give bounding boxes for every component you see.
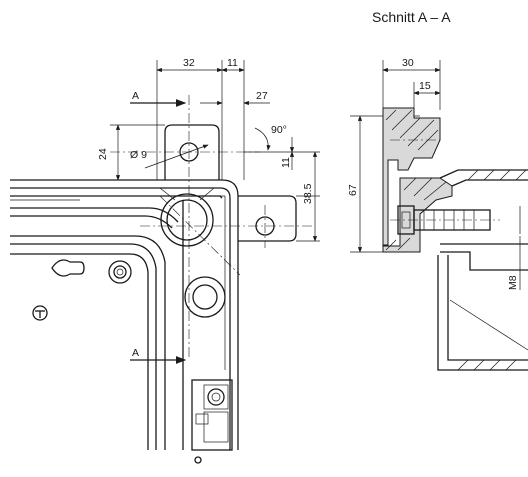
dim-38-5: 38.5 [302,183,314,204]
dim-11-top: 11 [227,57,238,69]
section-view: Schnitt A – A 30 15 67 M8 [347,9,528,371]
hole-d9: Ø 9 [130,149,147,161]
angle-90: 90° [271,124,287,136]
thread-m8: M8 [507,275,519,290]
dimension-labels: 32 11 27 90° 24 Ø 9 11 38.5 A A [97,57,314,359]
dim-24: 24 [97,148,109,160]
dimension-lines [110,60,320,364]
dim-67: 67 [347,184,359,196]
mounting-lug-side [238,195,297,242]
cover-screw [108,260,132,284]
keyhole-slot [51,259,85,277]
section-dimension-lines [350,60,521,290]
dim-11-side: 11 [280,157,292,168]
section-dimension-labels: 30 15 67 M8 [347,57,519,290]
section-title: Schnitt A – A [372,9,451,25]
dim-27: 27 [256,90,268,102]
dim-30: 30 [402,57,414,69]
m8-screw [390,139,500,235]
corner-boss [159,187,226,318]
enclosure-outline [10,179,239,450]
front-view: 32 11 27 90° 24 Ø 9 11 38.5 A A [10,57,320,464]
wall-section [437,169,528,371]
latch-detail [191,379,233,464]
section-marker-a-top: A [132,90,139,102]
earth-symbol [32,305,48,321]
mounting-lug-top [164,124,220,180]
centre-lines [110,95,312,360]
dim-32: 32 [183,57,195,69]
section-marker-a-bottom: A [132,347,139,359]
dim-15: 15 [419,80,431,92]
